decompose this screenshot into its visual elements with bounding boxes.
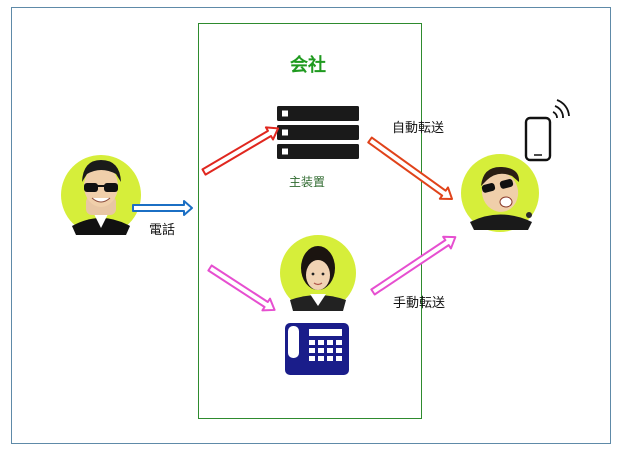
company-title: 会社	[290, 55, 326, 76]
caller-avatar	[61, 155, 141, 235]
company-box	[198, 23, 422, 419]
arrow-to-receptionist	[207, 264, 276, 312]
arrow-to-server	[201, 126, 280, 176]
call-label: 電話	[149, 223, 176, 238]
manual-transfer-label: 手動転送	[393, 296, 446, 311]
smartphone-wifi-icon	[524, 99, 570, 162]
server-rack-icon	[277, 106, 359, 159]
desk-phone-icon	[285, 323, 349, 375]
manual-transfer-arrow	[370, 235, 457, 296]
call-arrow	[132, 200, 193, 216]
auto-transfer-arrow	[367, 136, 454, 200]
receptionist-avatar	[280, 235, 356, 311]
auto-transfer-label: 自動転送	[392, 121, 445, 136]
recipient-avatar	[461, 154, 539, 232]
server-label: 主装置	[289, 175, 326, 189]
